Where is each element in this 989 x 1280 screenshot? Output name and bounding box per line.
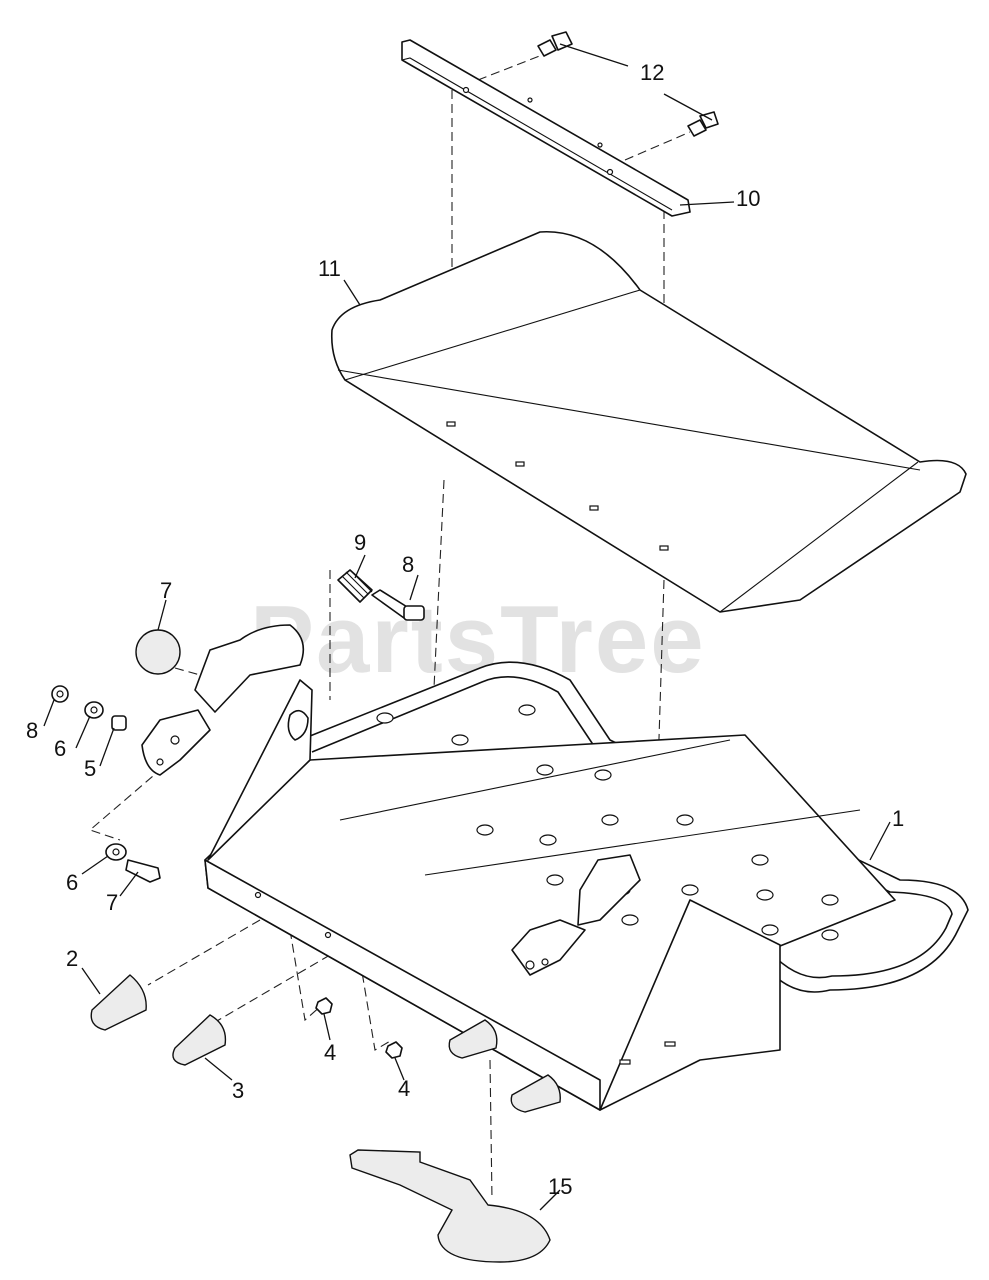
callout-4-left: 4 (324, 1040, 336, 1065)
floor-pan-part-13 (330, 230, 967, 613)
callout-13: 11 (318, 256, 341, 281)
callout-12: 10 (736, 186, 760, 211)
knob-part-9 (135, 629, 181, 675)
bumper-part-3 (172, 1014, 227, 1066)
pin-spring-parts-10-11 (337, 569, 425, 621)
frame-part-1 (141, 624, 969, 1111)
deck-grommets (376, 704, 839, 941)
callout-7: 7 (106, 890, 118, 915)
bumper-part-2 (90, 974, 147, 1031)
nuts-part-4 (315, 997, 403, 1059)
callout-10: 8 (402, 552, 414, 577)
callout-labels: 12 10 11 9 8 7 8 6 5 6 7 2 3 4 4 1 15 (26, 60, 904, 1199)
bolts-part-14 (537, 31, 719, 137)
callout-6-upper: 6 (54, 736, 66, 761)
callout-4-right: 4 (398, 1076, 410, 1101)
callout-14: 12 (640, 60, 664, 85)
callout-15: 15 (548, 1174, 572, 1199)
callout-11: 9 (354, 530, 366, 555)
bracket-part-12 (401, 39, 691, 217)
callout-8: 8 (26, 718, 38, 743)
deck-bumpers (448, 1019, 561, 1113)
leader-lines (43, 43, 891, 1211)
callout-5: 5 (84, 756, 96, 781)
callout-6-lower: 6 (66, 870, 78, 895)
hardware-parts-5-8 (51, 685, 161, 883)
callout-9: 7 (160, 578, 172, 603)
callout-3: 3 (232, 1078, 244, 1103)
decal-part-15 (349, 1149, 551, 1263)
callout-2: 2 (66, 946, 78, 971)
callout-1: 1 (892, 806, 904, 831)
